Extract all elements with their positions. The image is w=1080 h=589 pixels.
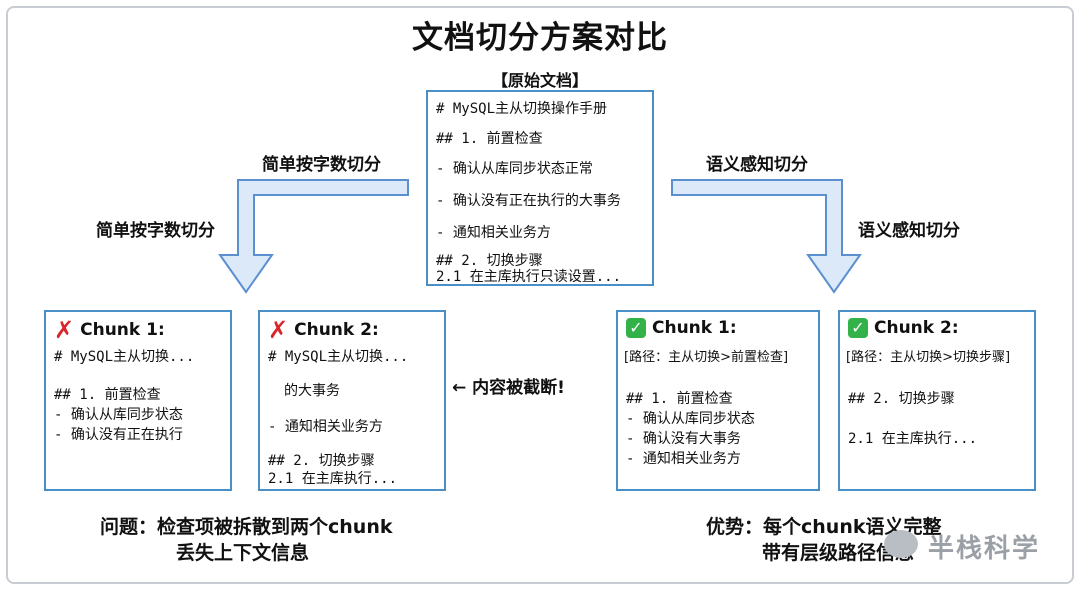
right-chunk-2-box: ✓ Chunk 2: [路径：主从切换>切换步骤] ## 2. 切换步骤 2.1… (838, 310, 1036, 491)
chunk-line: # MySQL主从切换... (54, 349, 195, 365)
chunk-line: ## 2. 切换步骤 (268, 453, 375, 469)
chunk-line: ## 1. 前置检查 (54, 387, 161, 403)
source-line: - 确认从库同步状态正常 (436, 161, 593, 177)
source-line: - 通知相关业务方 (436, 225, 551, 241)
left-method-label-top: 简单按字数切分 (262, 155, 381, 175)
cross-mark-icon: ✗ (268, 316, 289, 344)
chunk-line: 2.1 在主库执行... (268, 471, 398, 487)
left-chunk-1-box: ✗ Chunk 1: # MySQL主从切换... ## 1. 前置检查 - 确… (44, 310, 232, 491)
source-line: ## 2. 切换步骤 (436, 253, 543, 269)
source-line: - 确认没有正在执行的大事务 (436, 193, 621, 209)
check-mark-icon: ✓ (848, 318, 868, 338)
chunk-title: ✓ Chunk 1: (626, 318, 737, 338)
chunk-line: - 确认从库同步状态 (54, 407, 183, 423)
left-chunk-2-box: ✗ Chunk 2: # MySQL主从切换... 的大事务 - 通知相关业务方… (258, 310, 446, 491)
chunk-title-text: Chunk 1: (80, 320, 165, 340)
page-title: 文档切分方案对比 (412, 20, 668, 56)
chunk-path: [路径：主从切换>切换步骤] (846, 350, 1011, 365)
right-chunk-1-box: ✓ Chunk 1: [路径：主从切换>前置检查] ## 1. 前置检查 - 确… (616, 310, 820, 491)
chunk-line: - 通知相关业务方 (626, 451, 741, 467)
problem-line-1: 问题：检查项被拆散到两个chunk (100, 516, 393, 538)
chunk-title-text: Chunk 2: (294, 320, 379, 340)
advantage-line-1: 优势：每个chunk语义完整 (706, 516, 942, 538)
source-document-box: # MySQL主从切换操作手册 ## 1. 前置检查 - 确认从库同步状态正常 … (426, 90, 654, 286)
left-split-arrow-icon (218, 179, 409, 294)
chunk-line: - 确认没有大事务 (626, 431, 741, 447)
chunk-line: - 确认从库同步状态 (626, 411, 755, 427)
chunk-line: # MySQL主从切换... (268, 349, 409, 365)
chunk-title: ✗ Chunk 1: (54, 318, 165, 342)
right-split-arrow-icon (671, 179, 862, 294)
watermark-logo-icon (884, 530, 918, 558)
chunk-line: - 确认没有正在执行 (54, 427, 183, 443)
watermark: 半栈科学 (928, 534, 1041, 564)
chunk-path: [路径：主从切换>前置检查] (624, 350, 789, 365)
chunk-title-text: Chunk 1: (652, 318, 737, 338)
source-line: 2.1 在主库执行只读设置... (436, 269, 622, 285)
chunk-title: ✓ Chunk 2: (848, 318, 959, 338)
chunk-line: 的大事务 (284, 383, 340, 399)
check-mark-icon: ✓ (626, 318, 646, 338)
right-method-label-top: 语义感知切分 (706, 155, 808, 175)
source-line: ## 1. 前置检查 (436, 131, 543, 147)
chunk-title: ✗ Chunk 2: (268, 318, 379, 342)
source-line: # MySQL主从切换操作手册 (436, 101, 608, 117)
chunk-line: - 通知相关业务方 (268, 419, 383, 435)
truncated-note: ← 内容被截断! (452, 378, 565, 398)
left-method-label-side: 简单按字数切分 (96, 221, 215, 241)
chunk-line: ## 2. 切换步骤 (848, 391, 955, 407)
source-label: 【原始文档】 (491, 71, 588, 90)
chunk-line: 2.1 在主库执行... (848, 431, 978, 447)
cross-mark-icon: ✗ (54, 316, 75, 344)
problem-line-2: 丢失上下文信息 (176, 542, 310, 564)
chunk-line: ## 1. 前置检查 (626, 391, 733, 407)
advantage-line-2: 带有层级路径信息 (762, 542, 915, 564)
chunk-title-text: Chunk 2: (874, 318, 959, 338)
right-method-label-side: 语义感知切分 (858, 221, 960, 241)
